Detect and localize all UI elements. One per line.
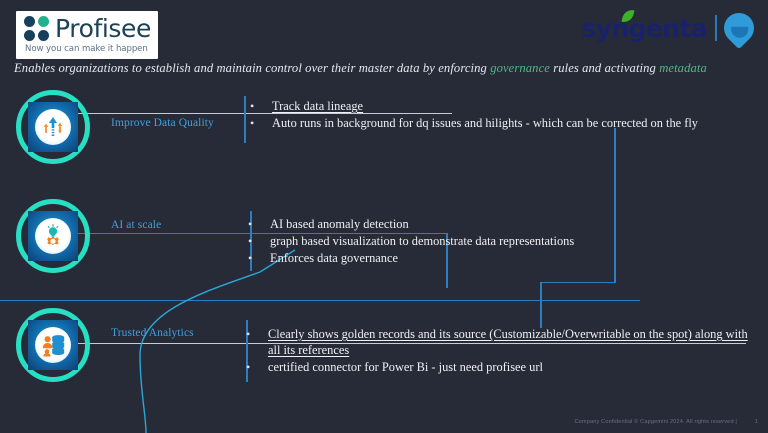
connector-line-section-rule [0,300,640,301]
list-item: • Enforces data governance [248,250,753,266]
syngenta-mark-icon [717,6,761,50]
connector-line-row1-label [72,113,244,114]
connector-line-row1-bullet [244,113,452,114]
curved-connector-line [139,249,296,433]
syngenta-wordmark: syngenta [581,7,708,43]
bullet-text: Enforces data governance [270,251,398,265]
list-item: • certified connector for Power Bi - jus… [246,359,758,375]
badge-trusted-analytics [16,308,90,382]
connector-step-vertical-down [540,282,542,328]
profisee-dot-1 [24,16,35,27]
connector-step-horizontal [541,282,616,283]
badge-disc-1 [35,109,71,145]
subtitle-part-2: rules and activating [549,61,660,75]
connector-vertical-row2-right [446,233,448,288]
connector-line-row3-label [72,343,250,344]
connector-line-row2-label [72,233,250,234]
profisee-dots-icon [24,16,50,42]
profisee-logo-row: Profisee [24,16,152,42]
connector-divider-row2 [250,211,252,271]
bullet-marker: • [250,116,255,130]
list-item: • Auto runs in background for dq issues … [250,115,755,131]
bullet-text: AI based anomaly detection [270,217,409,231]
connector-line-row2-bullet [250,233,446,234]
bullet-marker: • [248,251,253,265]
bullet-text: Clearly shows golden records and its sou… [268,327,748,357]
bullet-marker: • [248,234,253,248]
slide-subtitle: Enables organizations to establish and m… [14,61,707,76]
user-database-icon [42,335,65,357]
growth-arrows-icon [43,117,63,136]
badge-ai-at-scale [16,199,90,273]
lightbulb-gear-icon [47,224,59,246]
footer-copyright: Company Confidential © Capgemini 2024. A… [574,419,758,425]
subtitle-highlight-governance: governance [490,61,550,75]
bullet-list-row1: • Track data lineage • Auto runs in back… [250,98,755,132]
bullet-text: Track data lineage [272,99,364,113]
badge-disc-2 [35,218,71,254]
bullet-marker: • [246,360,251,374]
syngenta-wordmark-text: syngenta [581,13,707,43]
connector-divider-row1 [244,96,246,143]
bullet-text: certified connector for Power Bi - just … [268,360,543,374]
list-item: • AI based anomaly detection [248,216,753,232]
row-label-ai-at-scale: AI at scale [111,219,162,231]
bullet-marker: • [250,99,255,113]
bullet-text: graph based visualization to demonstrate… [270,234,575,248]
subtitle-part-1: Enables organizations to establish and m… [14,61,491,75]
bullet-list-row3: • Clearly shows golden records and its s… [246,326,758,376]
badge-inner-3 [28,320,78,370]
syngenta-logo: syngenta [581,6,761,50]
bullet-marker: • [246,327,251,341]
bullet-marker: • [248,217,253,231]
badge-disc-3 [35,327,71,363]
bullet-text: Auto runs in background for dq issues an… [272,116,698,130]
profisee-logo: Profisee Now you can make it happen [16,11,158,59]
list-item: • Track data lineage [250,98,755,114]
row-label-trusted-analytics: Trusted Analytics [111,327,194,339]
profisee-tagline: Now you can make it happen [25,44,148,54]
subtitle-highlight-metadata: metadata [659,61,707,75]
row-label-improve-data-quality: Improve Data Quality [111,117,214,129]
profisee-dot-4 [38,30,49,41]
connector-divider-row3 [246,320,248,382]
profisee-dot-3 [24,30,35,41]
page-number: 1 [754,419,758,425]
bullet-list-row2: • AI based anomaly detection • graph bas… [248,216,753,267]
badge-improve-data-quality [16,90,90,164]
connector-step-vertical-right [614,128,616,283]
profisee-dot-2 [38,16,49,27]
list-item: • graph based visualization to demonstra… [248,233,753,249]
badge-inner-1 [28,102,78,152]
footer-text: Company Confidential © Capgemini 2024. A… [574,419,738,425]
connector-line-row3-bullet [250,343,746,344]
list-item: • Clearly shows golden records and its s… [246,326,758,358]
syngenta-divider [715,15,717,41]
profisee-wordmark: Profisee [55,14,151,43]
badge-inner-2 [28,211,78,261]
